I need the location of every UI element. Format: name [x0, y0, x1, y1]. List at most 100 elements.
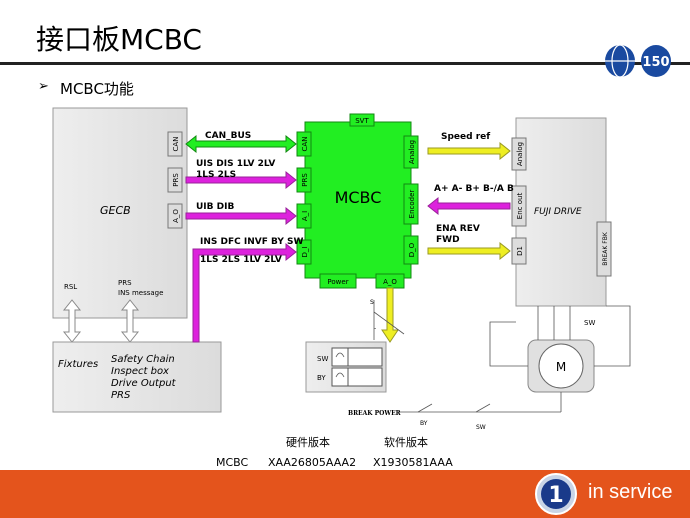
mcbc-port-encoder: [403, 183, 419, 225]
fixtures-label: Fixtures: [58, 359, 98, 370]
mcbc-port-ai: [296, 203, 312, 229]
can-bus-label: CAN_BUS: [205, 131, 251, 141]
fuji-port-break-fbk: [596, 221, 612, 277]
s-contact-label: S: [370, 299, 374, 306]
bullet-marker: ➢: [38, 79, 49, 94]
can-bus-arrow: [185, 134, 297, 154]
break-power-label: BREAK POWER: [348, 410, 402, 417]
mcbc-port-ai-label: A_I: [301, 211, 309, 221]
gecb-port-prs: [167, 167, 183, 193]
ins-signal-label: INS DFC INVF BY SW: [200, 237, 303, 247]
footer-text: in service: [588, 481, 673, 503]
by-switch-icon: [417, 403, 433, 413]
mcbc-diagram: GECB CAN PRS A_O RSL PRS INS message Fix…: [52, 107, 631, 431]
mcbc-port-ao-label: A_O: [383, 278, 397, 286]
gecb-box: [52, 107, 188, 319]
mcbc-port-svt: [349, 113, 375, 127]
speed-ref-arrow: [427, 141, 511, 161]
gecb-port-ao-label: A_O: [172, 209, 180, 223]
relay-by-label: BY: [317, 374, 326, 382]
page-title: 接口板MCBC: [36, 23, 202, 56]
hw-version-header: 硬件版本: [286, 436, 330, 449]
gecb-label: GECB: [100, 204, 131, 217]
fixture-item: Inspect box: [111, 366, 169, 377]
drive-wire: [489, 321, 528, 367]
minus-contact-label: -: [374, 325, 376, 332]
fuji-port-analog: [511, 137, 527, 171]
mcbc-port-svt-label: SVT: [355, 117, 369, 125]
fixtures-box: [52, 341, 222, 413]
gecb-port-prs-label: PRS: [172, 173, 180, 187]
fixture-item: PRS: [111, 390, 131, 401]
mcbc-port-analog: [403, 135, 419, 169]
brake-feedback-wire: [594, 305, 631, 367]
power-switch-line: [373, 311, 405, 335]
uis-arrow: [185, 170, 297, 190]
fuji-port-enc-out-label: Enc out: [516, 193, 524, 220]
in-service-badge-icon: 1: [535, 473, 577, 515]
logo-text: 150: [642, 55, 669, 70]
motor-sw-label: SW: [584, 319, 595, 327]
fixture-item: Safety Chain: [111, 354, 175, 365]
fuji-drive-label: FUJI DRIVE: [534, 207, 582, 217]
badge-number: 1: [548, 483, 563, 508]
footer-bar: [0, 470, 690, 518]
ins-signal-label-2: 1LS 2LS 1LV 2LV: [200, 255, 282, 265]
fuji-port-enc-out: [511, 185, 527, 227]
fuji-port-analog-label: Analog: [516, 142, 524, 166]
gecb-port-can-label: CAN: [172, 137, 180, 152]
gecb-ins-message-label: INS message: [118, 289, 163, 297]
uib-arrow: [185, 206, 297, 226]
ena-arrow: [427, 241, 511, 261]
ins-arrow: [192, 242, 297, 343]
otis-150-logo: 150: [605, 44, 671, 78]
ena-signal-label: ENA REV: [436, 224, 480, 234]
ena-signal-label-2: FWD: [436, 235, 460, 245]
prs-double-arrow: [120, 299, 140, 343]
motor-icon: [538, 343, 584, 389]
mcbc-port-can: [296, 131, 312, 157]
mcbc-label: MCBC: [335, 188, 382, 207]
sw-switch-icon: [475, 403, 491, 413]
mcbc-port-do: [403, 235, 419, 265]
mcbc-port-di: [296, 239, 312, 265]
uis-signal-label-2: 1LS 2LS: [196, 170, 236, 180]
fuji-port-break-fbk-label: BREAK FBK: [602, 231, 609, 266]
gecb-port-ao: [167, 203, 183, 229]
mcbc-port-power: [319, 273, 357, 289]
encoder-arrow: [427, 196, 511, 216]
relay-sw-label: SW: [317, 355, 328, 363]
break-power-sw-label: SW: [476, 424, 486, 431]
relay-contact-icon: [347, 347, 383, 367]
mcbc-port-prs: [296, 167, 312, 193]
relay-contact-icon: [347, 367, 383, 387]
mcbc-board: [304, 121, 412, 279]
rsl-double-arrow: [62, 299, 82, 343]
fuji-port-d1-label: D1: [516, 246, 524, 256]
sw-version-value: X1930581AAA: [373, 456, 453, 469]
gecb-rsl-label: RSL: [64, 283, 77, 291]
product-name: MCBC: [216, 456, 249, 469]
fuji-drive-box: [515, 117, 607, 307]
gecb-prs-label: PRS: [118, 279, 132, 287]
mcbc-port-analog-label: Analog: [408, 140, 416, 164]
gecb-port-can: [167, 131, 183, 157]
hw-version-value: XAA26805AAA2: [268, 456, 357, 469]
break-power-by-label: BY: [420, 420, 428, 427]
sw-version-header: 软件版本: [384, 436, 428, 449]
mcbc-port-prs-label: PRS: [301, 173, 309, 187]
title-divider: [0, 62, 690, 65]
ao-down-arrow: [381, 287, 399, 343]
relay-coil-icon: [331, 347, 349, 367]
mcbc-port-do-label: D_O: [408, 242, 416, 257]
relay-coil-icon: [331, 367, 349, 387]
uis-signal-label: UIS DIS 1LV 2LV: [196, 159, 275, 169]
encoder-signal-label: A+ A- B+ B-/A B: [434, 184, 514, 194]
page-subtitle: MCBC功能: [60, 80, 134, 98]
motor-label: M: [556, 360, 566, 374]
fuji-port-d1: [511, 237, 527, 265]
uib-signal-label: UIB DIB: [196, 202, 234, 212]
mcbc-port-encoder-label: Encoder: [408, 190, 416, 219]
fixture-item: Drive Output: [111, 378, 177, 389]
speed-ref-label: Speed ref: [441, 132, 490, 142]
